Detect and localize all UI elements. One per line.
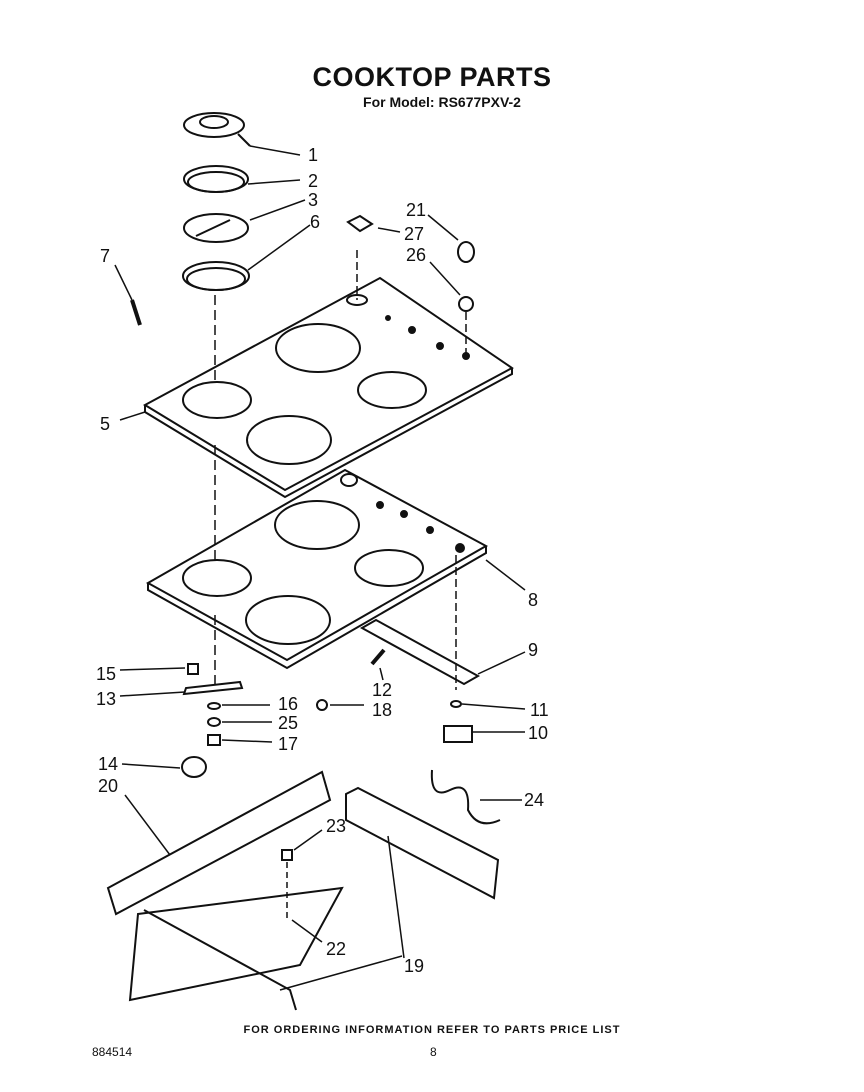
knob-part-21: [457, 241, 475, 263]
callout-20: 20: [98, 776, 118, 796]
callout-10: 10: [528, 723, 548, 743]
callout-18: 18: [372, 700, 392, 720]
switch-part-10: [443, 725, 473, 743]
callout-9: 9: [528, 640, 538, 660]
callout-22: 22: [326, 939, 346, 959]
part-7: [130, 299, 142, 326]
callout-12: 12: [372, 680, 392, 700]
part-26: [458, 296, 474, 312]
switch-part-14: [181, 756, 207, 778]
callout-25: 25: [278, 713, 298, 733]
trim-ring-part-6: [182, 261, 250, 291]
callout-3: 3: [308, 190, 318, 210]
main-top-frame-part-8: [145, 468, 489, 670]
ordering-note: FOR ORDERING INFORMATION REFER TO PARTS …: [243, 1024, 621, 1036]
wiring-part-24: [430, 769, 501, 825]
drip-bowl-part-3: [183, 213, 249, 243]
part-23: [281, 849, 293, 861]
part-16: [207, 702, 221, 710]
part-12: [370, 648, 386, 666]
page-title: COOKTOP PARTS: [312, 62, 552, 92]
callout-23: 23: [326, 816, 346, 836]
callout-16: 16: [278, 694, 298, 714]
callout-6: 6: [310, 212, 320, 232]
model-subtitle: For Model: RS677PXV-2: [363, 94, 521, 110]
callout-24: 24: [524, 790, 544, 810]
surface-element-part-1: [183, 112, 251, 147]
callout-7: 7: [100, 246, 110, 266]
callout-13: 13: [96, 689, 116, 709]
channel-part-19: [345, 786, 500, 900]
callout-26: 26: [406, 245, 426, 265]
part-15: [187, 663, 199, 675]
part-18: [316, 699, 328, 711]
callout-21: 21: [406, 200, 426, 220]
callout-11: 11: [530, 700, 549, 720]
page-number: 8: [430, 1045, 437, 1059]
bracket-part-9: [359, 618, 481, 686]
callout-14: 14: [98, 754, 118, 774]
callout-5: 5: [100, 414, 110, 434]
callout-19: 19: [404, 956, 424, 976]
bracket-part-13: [182, 680, 244, 696]
cooktop-glass-part-5: [142, 276, 514, 499]
callout-17: 17: [278, 734, 298, 754]
part-17: [207, 734, 221, 746]
drip-ring-part-2: [183, 165, 249, 193]
channel-part-20: [106, 770, 332, 916]
document-number: 884514: [92, 1045, 133, 1059]
callout-8: 8: [528, 590, 538, 610]
callout-2: 2: [308, 171, 318, 191]
callout-27: 27: [404, 224, 424, 244]
part-25: [207, 717, 221, 727]
part-11: [450, 700, 462, 708]
part-27: [346, 214, 374, 233]
callout-1: 1: [308, 145, 318, 165]
callout-15: 15: [96, 664, 116, 684]
